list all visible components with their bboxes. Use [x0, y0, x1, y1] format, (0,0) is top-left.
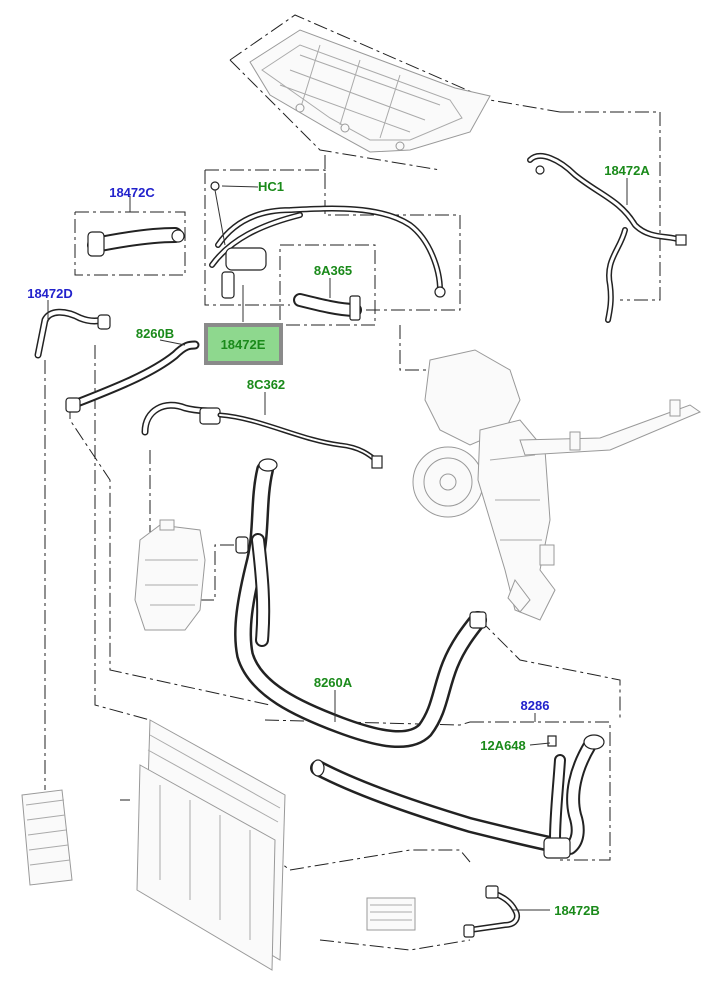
hose-8c362 [141, 401, 383, 469]
label-12a648[interactable]: 12A648 [480, 738, 526, 753]
label-18472e[interactable]: 18472E [221, 337, 266, 352]
engine-cover-ghost [249, 29, 491, 153]
label-18472c[interactable]: 18472C [109, 185, 155, 200]
label-18472a[interactable]: 18472A [604, 163, 650, 178]
label-8a365[interactable]: 8A365 [314, 263, 352, 278]
label-8286[interactable]: 8286 [521, 698, 550, 713]
hose-8286 [310, 734, 605, 859]
water-pump-ghost [412, 349, 702, 621]
leader-lines [47, 178, 628, 911]
label-8260a[interactable]: 8260A [314, 675, 353, 690]
hose-8260b [65, 340, 200, 413]
label-8260b[interactable]: 8260B [136, 326, 174, 341]
label-18472b[interactable]: 18472B [554, 903, 600, 918]
callout-18472e-highlight[interactable]: 18472E [204, 323, 283, 365]
hose-8a365 [293, 293, 362, 321]
hose-hc1 [209, 181, 446, 299]
label-8c362[interactable]: 8C362 [247, 377, 285, 392]
assembly-guide-lines [44, 14, 661, 951]
label-18472d[interactable]: 18472D [27, 286, 73, 301]
hose-18472c [87, 227, 185, 257]
hose-8260a [234, 458, 487, 749]
expansion-tank-ghost [134, 519, 206, 631]
hose-18472a [527, 153, 687, 323]
auxiliary-cooler-ghost [21, 789, 73, 886]
radiator-ghost [136, 719, 286, 971]
label-hc1[interactable]: HC1 [258, 179, 284, 194]
hose-18472b [366, 885, 520, 938]
hose-18472d [34, 308, 111, 359]
